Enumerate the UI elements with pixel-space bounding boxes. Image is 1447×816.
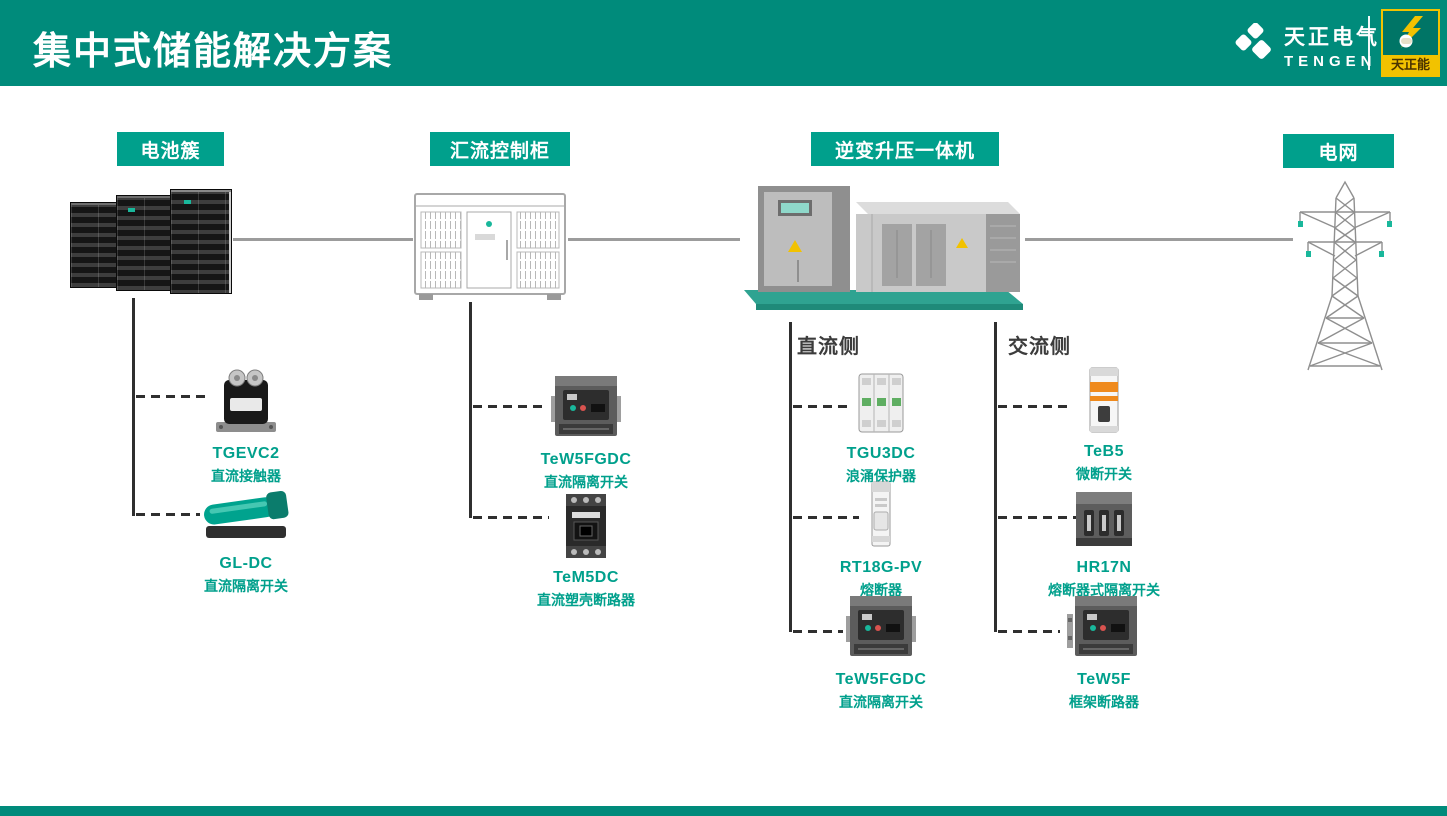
product-name: TGU3DC [846, 445, 916, 462]
molded-case-breaker-image [501, 488, 671, 562]
branch-dash [473, 405, 547, 408]
energy-badge: 天正能 [1381, 9, 1440, 77]
product-desc: 直流隔离开关 [839, 694, 923, 710]
product-desc: 直流隔离开关 [204, 578, 288, 594]
product-name: GL-DC [219, 555, 273, 572]
connector-combiner-inverter [568, 238, 740, 241]
product-desc: 直流塑壳断路器 [537, 592, 635, 608]
branch-dash [793, 630, 843, 633]
product-desc: 浪涌保护器 [846, 468, 916, 484]
surge-protector-image [796, 366, 966, 438]
station-label-battery: 电池簇 [117, 132, 224, 166]
product-tew5fgdc-dc: TeW5FGDC 直流隔离开关 [796, 588, 966, 712]
branch-dash [793, 405, 851, 408]
inverter-booster-image [744, 186, 1023, 310]
dc-side-line [789, 322, 792, 632]
product-rt18g-pv: RT18G-PV 熔断器 [796, 476, 966, 600]
branch-dash [998, 405, 1070, 408]
battery-indicator [128, 208, 135, 212]
product-tgevc2: TGEVC2 直流接触器 [161, 362, 331, 486]
product-tem5dc: TeM5DC 直流塑壳断路器 [501, 488, 671, 610]
product-name: TGEVC2 [212, 445, 280, 462]
station-label-inverter: 逆变升压一体机 [811, 132, 999, 166]
fuse-disconnector-image [1019, 476, 1189, 552]
header-bar: 集中式储能解决方案 天正电气 TENGEN 天正能 [0, 0, 1447, 86]
product-tew5fgdc-combiner: TeW5FGDC 直流隔离开关 [501, 368, 671, 492]
branch-dash [998, 516, 1076, 519]
fuse-image [796, 476, 966, 552]
product-desc: 熔断器式隔离开关 [1048, 582, 1160, 598]
ac-side-label: 交流侧 [1008, 336, 1071, 358]
product-name: TeW5FGDC [540, 451, 632, 468]
battery-cluster-image [66, 186, 233, 298]
product-desc: 熔断器 [860, 582, 902, 598]
page-title: 集中式储能解决方案 [33, 31, 394, 73]
brand-name-cn: 天正电气 [1284, 26, 1380, 49]
product-desc: 框架断路器 [1069, 694, 1139, 710]
product-name: RT18G-PV [839, 559, 923, 576]
product-name: HR17N [1076, 559, 1132, 576]
branch-dash [793, 516, 859, 519]
product-gl-dc: GL-DC 直流隔离开关 [161, 478, 331, 596]
ac-side-line [994, 322, 997, 632]
dc-contactor-image [161, 362, 331, 438]
power-grid-tower-image [1298, 180, 1392, 371]
product-teb5: TeB5 微断开关 [1019, 362, 1189, 484]
connector-inverter-grid [1025, 238, 1293, 241]
product-name: TeB5 [1084, 443, 1124, 460]
product-desc: 直流接触器 [211, 468, 281, 484]
product-name: TeW5F [1077, 671, 1131, 688]
fist-lightning-icon [1383, 11, 1438, 55]
combiner-cabinet-image [414, 193, 566, 300]
header-divider [1368, 16, 1370, 70]
battery-branch-line [132, 298, 135, 516]
product-name: TeM5DC [553, 569, 619, 586]
tengen-pinwheel-logo-icon [1235, 23, 1271, 59]
air-breaker-image [796, 588, 966, 664]
brand-names: 天正电气 TENGEN [1284, 21, 1380, 70]
battery-indicator [184, 200, 191, 204]
product-desc: 微断开关 [1076, 466, 1132, 482]
battery-rack [170, 189, 232, 294]
product-hr17n: HR17N 熔断器式隔离开关 [1019, 476, 1189, 600]
dc-side-label: 直流侧 [797, 336, 860, 358]
product-desc: 直流隔离开关 [544, 474, 628, 490]
combiner-branch-line [469, 302, 472, 518]
air-breaker-image [501, 368, 671, 444]
brand-name-en: TENGEN [1284, 53, 1377, 70]
frame-breaker-image [1019, 588, 1189, 664]
badge-label: 天正能 [1383, 55, 1438, 75]
product-tew5f: TeW5F 框架断路器 [1019, 588, 1189, 712]
station-label-grid: 电网 [1283, 134, 1394, 168]
station-label-combiner: 汇流控制柜 [430, 132, 570, 166]
dc-isolator-switch-image [161, 478, 331, 548]
branch-dash [136, 395, 208, 398]
mini-breaker-image [1019, 362, 1189, 436]
branch-dash [473, 516, 549, 519]
connector-battery-combiner [233, 238, 413, 241]
product-name: TeW5FGDC [835, 671, 927, 688]
branch-dash [998, 630, 1060, 633]
footer-bar [0, 806, 1447, 816]
product-tgu3dc: TGU3DC 浪涌保护器 [796, 366, 966, 486]
branch-dash [136, 513, 200, 516]
